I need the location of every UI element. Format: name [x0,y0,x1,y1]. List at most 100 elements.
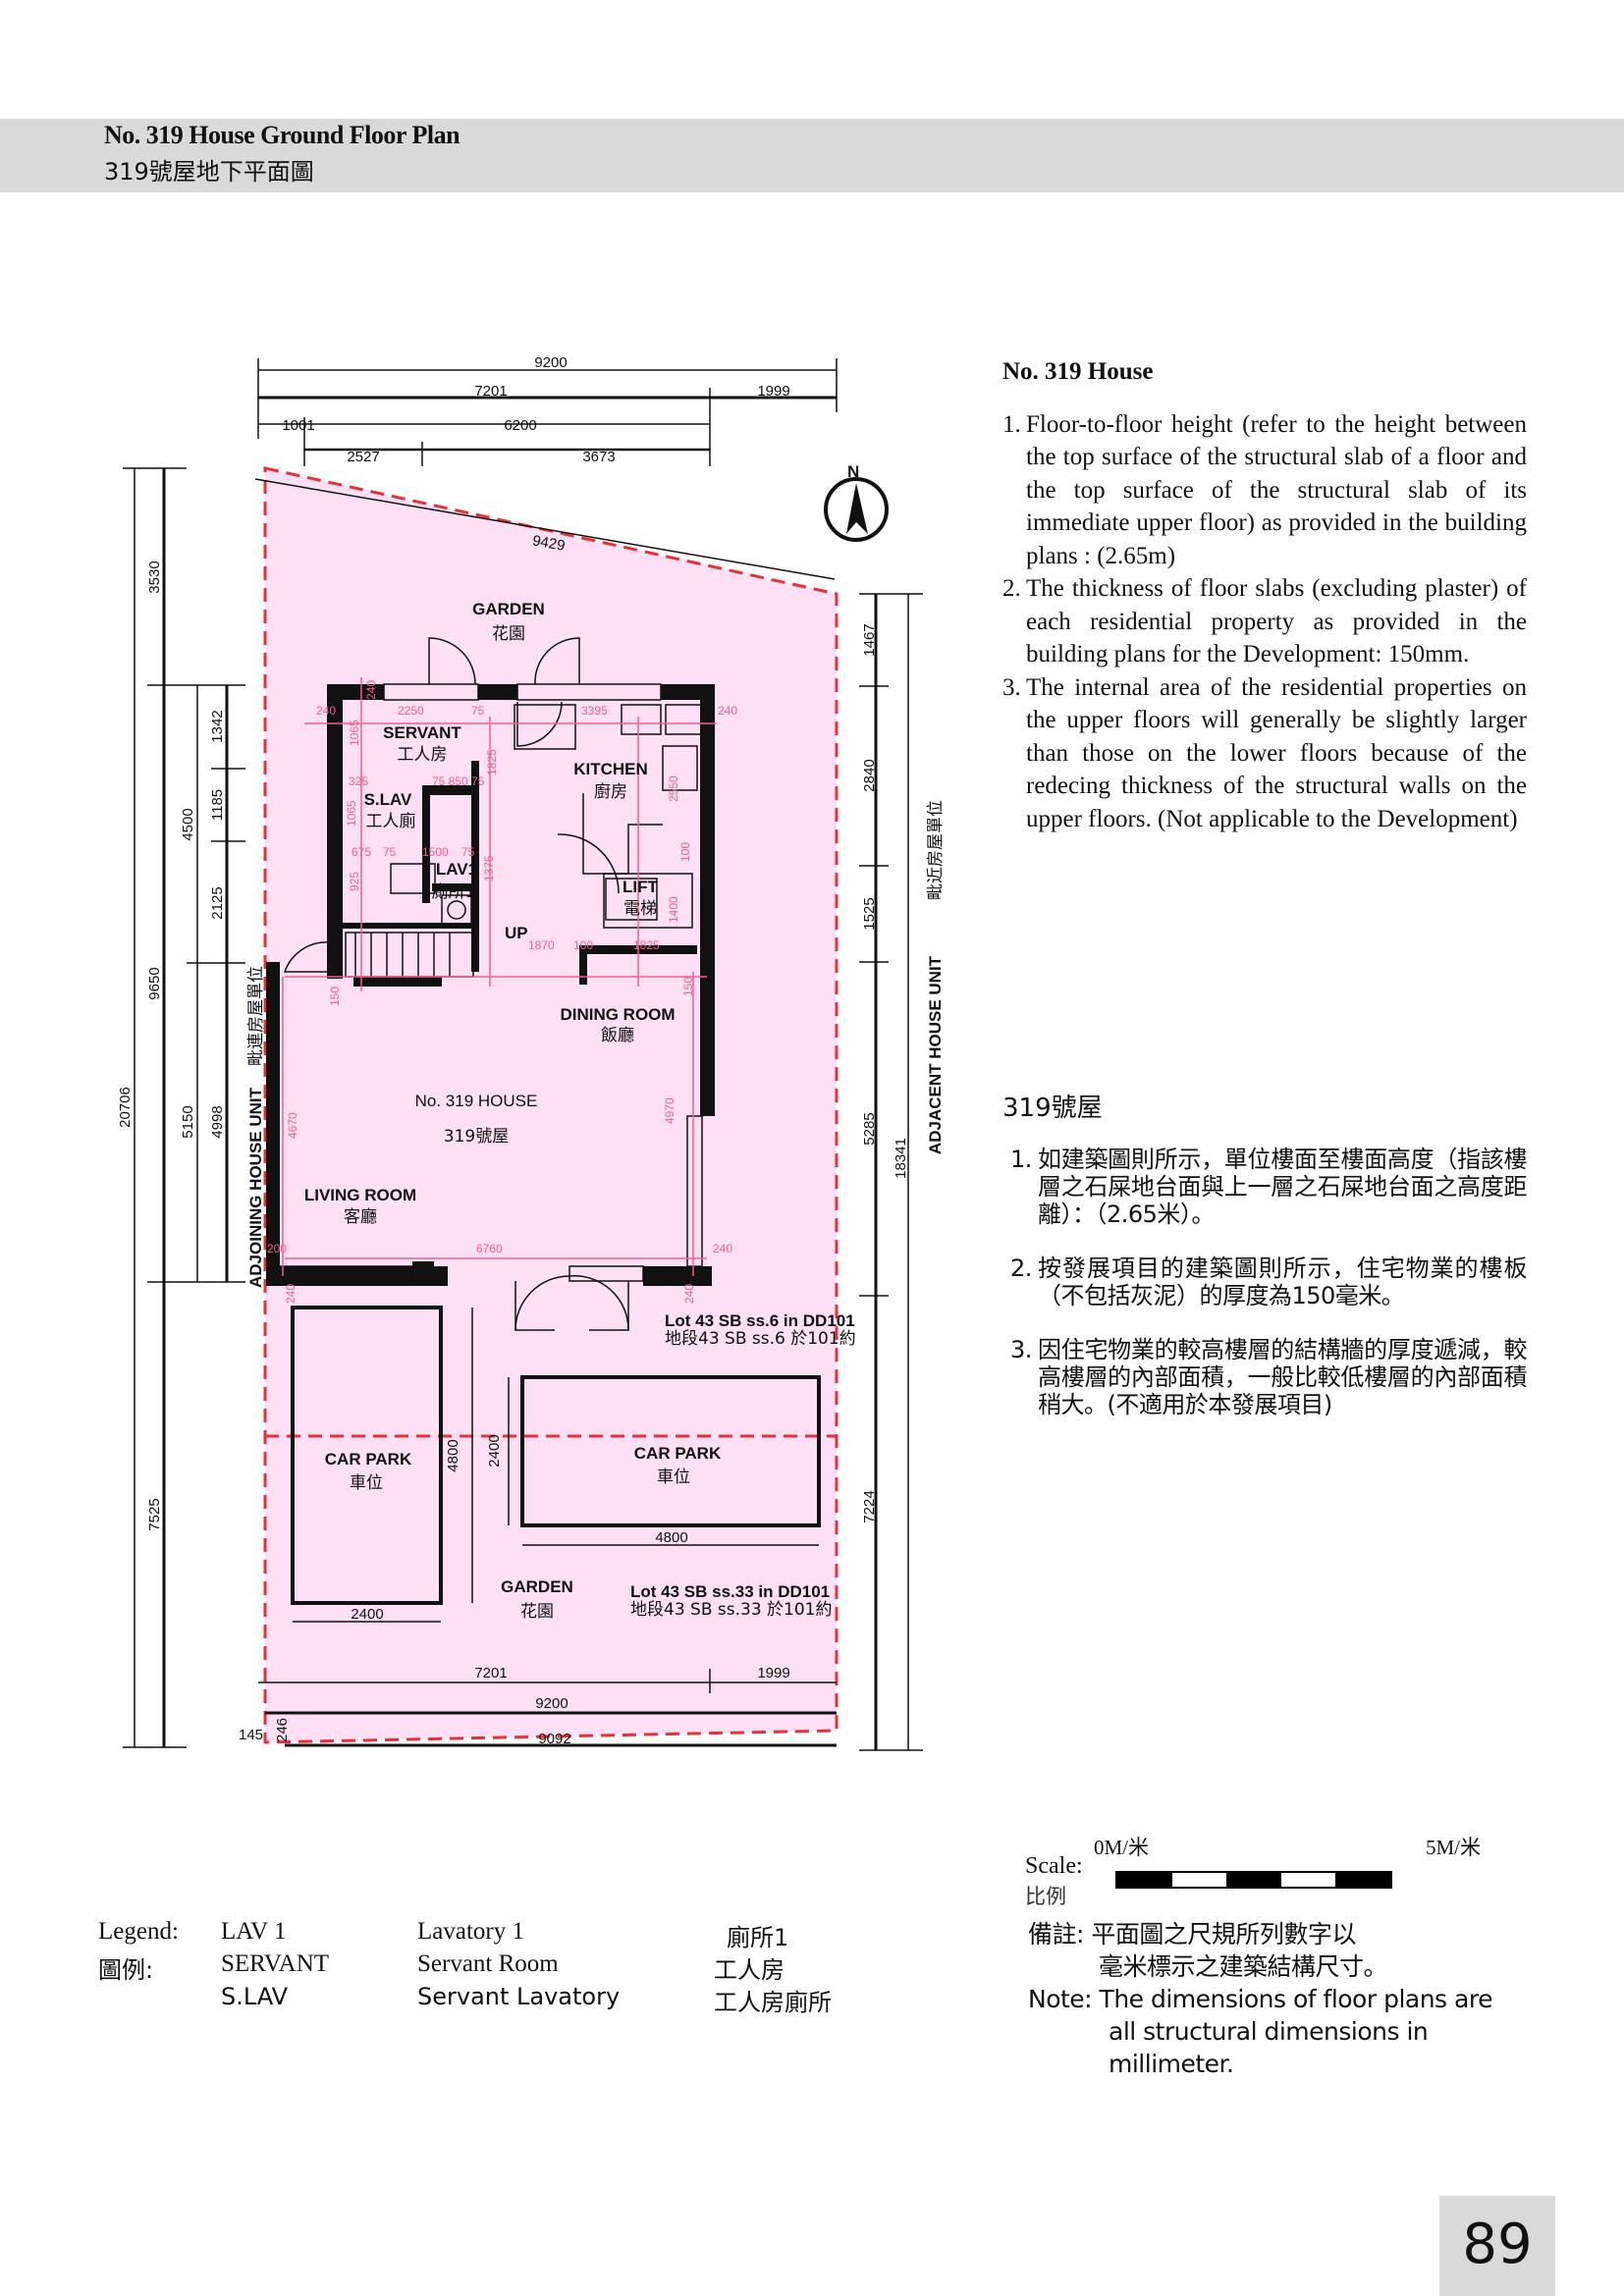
right-dimensions [859,593,923,1751]
dim-6200: 6200 [504,417,536,434]
dim-5150: 5150 [180,1105,196,1138]
dim-20706: 20706 [117,1087,134,1128]
adjoining-unit-label-zh: 毗連房屋單位 [246,966,266,1066]
room-servant: SERVANT [383,723,461,742]
legend-en: Lavatory 1 [417,1918,524,1945]
room-garden-top: GARDEN [472,600,545,618]
dim-internal: 1825 [633,938,660,952]
note-item: 2.The thickness of floor slabs (excludin… [1002,575,1527,667]
scale-label: Scale: [1025,1853,1083,1879]
room-lift: LIFT [623,878,658,896]
dim-1467: 1467 [861,623,878,656]
dim-9650: 9650 [146,967,163,999]
room-garden-top-zh: 花園 [492,624,525,644]
room-dining: DINING ROOM [560,1005,675,1024]
stair-up-label: UP [505,924,528,942]
dim-internal: 150 [328,987,342,1006]
dim-internal: 240 [713,1242,732,1255]
dim-bottom-9200: 9200 [535,1695,568,1712]
dim-internal: 75 850 75 [432,774,485,788]
scale-start: 0M/米 [1094,1836,1150,1859]
dim-3530: 3530 [146,561,163,593]
room-kitchen: KITCHEN [573,760,648,778]
legend-zh: 廁所1 [727,1924,789,1951]
dim-carpark-2400-h: 2400 [351,1606,383,1623]
dim-internal: 100 [678,842,692,862]
legend-label-zh: 圖例: [98,1956,154,1984]
scale-label-zh: 比例 [1025,1885,1066,1908]
dim-bottom-9092: 9092 [538,1731,570,1747]
room-kitchen-zh: 廚房 [594,781,627,802]
dim-9200: 9200 [534,354,567,371]
remark-en-1: Note: The dimensions of floor plans are [1028,1985,1492,2013]
note-item-zh: 2.按發展項目的建築圖則所示，住宅物業的樓板（不包括灰泥）的厚度為150毫米。 [1010,1255,1528,1309]
dim-internal: 1500 [422,845,449,859]
room-garden-bottom: GARDEN [501,1577,573,1596]
dim-9429: 9429 [531,532,567,555]
remark-zh-1: 備註: 平面圖之尺規所列數字以 [1028,1920,1356,1949]
legend-abbr: LAV 1 [221,1918,287,1945]
dim-1525: 1525 [861,897,878,930]
dim-7201: 7201 [474,383,507,400]
dim-3673: 3673 [582,449,615,465]
adjoining-unit-label: ADJOINING HOUSE UNIT [246,1087,265,1288]
page-title: No. 319 House Ground Floor Plan [104,121,460,149]
dim-carpark-4800-h: 4800 [655,1529,687,1546]
dim-1342: 1342 [209,710,226,742]
legend-abbr: S.LAV [221,1983,289,2010]
dim-internal: 925 [348,872,361,891]
scale-bar-graphic [1115,1871,1392,1889]
dim-internal: 1400 [667,896,680,923]
dim-internal: 2550 [667,775,680,802]
lot-label-1-zh: 地段43 SB ss.6 於101約 [665,1329,856,1349]
dim-internal: 3395 [581,704,608,718]
dimension-remark: 備註: 平面圖之尺規所列數字以 毫米標示之建築結構尺寸。 Note: The d… [1028,1918,1539,2080]
dim-internal: 75 [471,704,485,718]
dim-1185: 1185 [209,789,226,821]
car-park-2: CAR PARK [634,1444,722,1463]
site-boundary [263,466,839,1744]
house-name: No. 319 HOUSE [415,1092,538,1110]
room-lav1-zh: 廁所1 [432,881,476,902]
page-header: No. 319 House Ground Floor Plan 319號屋地下平… [0,119,1624,192]
fixtures [258,637,837,1747]
scale-end: 5M/米 [1426,1836,1482,1859]
legend-zh: 工人房 [714,1956,785,1984]
dim-internal: 325 [349,774,368,788]
dim-4500: 4500 [180,808,196,840]
top-dimensions [257,358,838,466]
dim-internal: 2250 [398,704,424,718]
room-servant-zh: 工人房 [398,745,448,765]
dim-internal: 75 [383,845,397,859]
note-item-zh: 1.如建築圖則所示，單位樓面至樓面高度（指該樓層之石屎地台面與上一層之石屎地台面… [1010,1146,1528,1228]
dim-1001: 1001 [282,417,314,434]
notes-english: No. 319 House 1.Floor-to-floor height (r… [1002,355,1527,835]
internal-dimension-lines [282,677,717,1276]
dim-internal: 1870 [528,938,555,952]
dim-internal: 1375 [482,855,496,881]
dim-bottom-1999: 1999 [757,1665,789,1682]
dim-bottom-246: 246 [274,1718,291,1742]
dim-7224: 7224 [861,1490,878,1522]
dim-carpark-4800-v: 4800 [445,1439,461,1471]
note-item-zh: 3.因住宅物業的較高樓層的結構牆的厚度遞減，較高樓層的內部面積，一般比較低樓層的… [1010,1336,1528,1418]
dim-18341: 18341 [893,1138,909,1179]
room-garden-bottom-zh: 花園 [520,1602,554,1622]
dim-internal: 1065 [348,720,361,746]
dim-internal: 1065 [345,800,358,827]
dim-internal: 240 [364,680,378,700]
dim-2125: 2125 [209,886,226,919]
room-lav1: LAV1 [436,860,477,879]
dim-internal: 75 [461,845,475,859]
room-living: LIVING ROOM [304,1186,416,1204]
dim-5285: 5285 [861,1112,878,1145]
car-park-2-zh: 車位 [657,1468,690,1487]
house-name-zh: 319號屋 [444,1127,509,1147]
legend-zh: 工人房廁所 [714,1989,832,2016]
dim-internal: 240 [718,704,737,718]
page-number: 89 [1439,2196,1555,2296]
lot-label-2-zh: 地段43 SB ss.33 於101約 [630,1600,833,1620]
dim-internal: 240 [284,1284,298,1304]
room-slav-zh: 工人廁 [366,811,416,831]
